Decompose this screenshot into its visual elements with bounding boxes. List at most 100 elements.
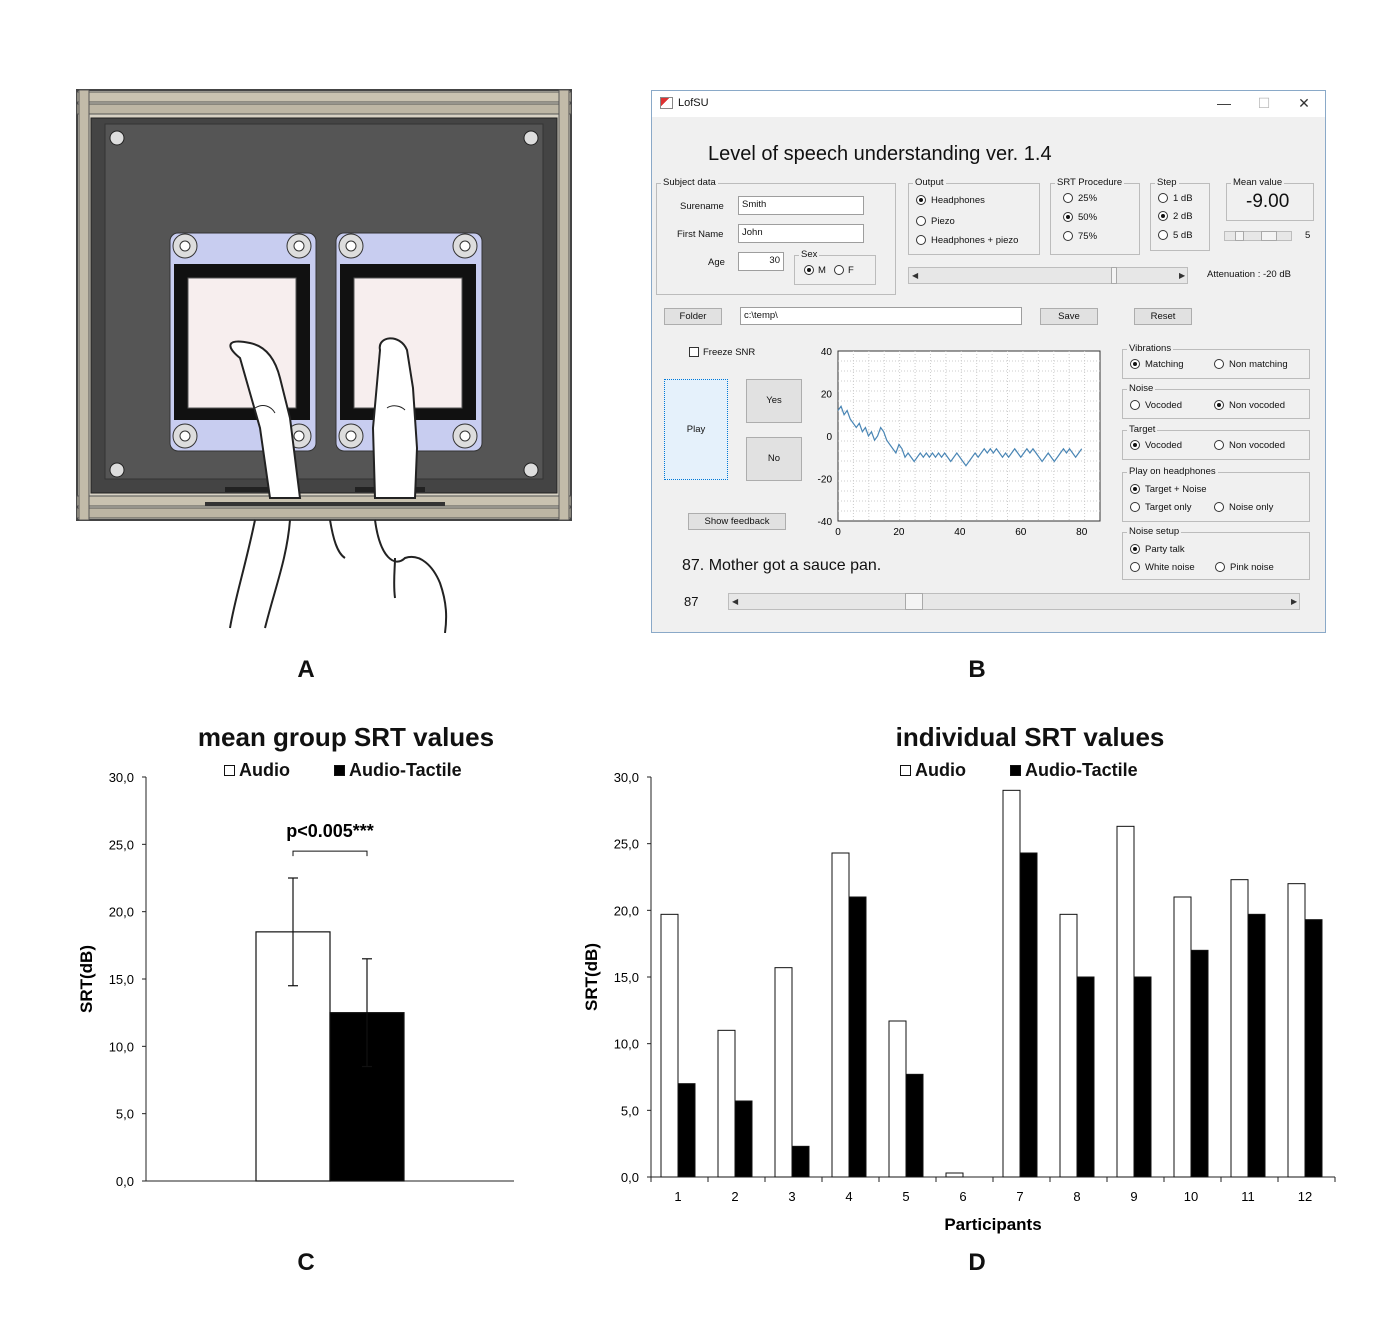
srt-25-label: 25% [1078, 193, 1098, 204]
step-slider-value: 5 [1305, 230, 1311, 241]
play-target-only-label: Target only [1145, 502, 1192, 513]
play-on-headphones-group: Play on headphones [1122, 466, 1310, 522]
target-vocoded-radio[interactable] [1130, 440, 1140, 450]
close-icon[interactable]: ✕ [1298, 95, 1310, 111]
device-illustration [76, 89, 572, 633]
chart-d-x-tick: 11 [1241, 1189, 1255, 1204]
chart-d-x-tick: 6 [959, 1189, 966, 1204]
chart-c-y-tick: 5,0 [116, 1107, 134, 1122]
step-1db-radio[interactable] [1158, 193, 1168, 203]
chart-d-x-tick: 12 [1298, 1189, 1312, 1204]
save-button[interactable]: Save [1040, 308, 1098, 325]
maximize-icon[interactable]: ☐ [1257, 95, 1271, 111]
target-group: Target [1122, 424, 1310, 460]
play-target-noise-label: Target + Noise [1145, 484, 1207, 495]
panel-label-c: C [297, 1249, 315, 1276]
chart-d-x-tick: 8 [1073, 1189, 1080, 1204]
step-5db-radio[interactable] [1158, 230, 1168, 240]
bar-audio-p4 [831, 852, 850, 1178]
sentence-slider[interactable]: ◀ ▶ [728, 593, 1300, 610]
chart-c-y-tick: 25,0 [109, 837, 134, 852]
mean-value: -9.00 [1246, 191, 1290, 212]
noise-party-talk-radio[interactable] [1130, 544, 1140, 554]
plot-area [837, 350, 1101, 522]
chart-d-title: individual SRT values [895, 722, 1165, 752]
chart-d-x-tick: 9 [1130, 1189, 1137, 1204]
chart-c-y-tick: 10,0 [109, 1039, 134, 1054]
noise-pink-radio[interactable] [1215, 562, 1225, 572]
freeze-snr-checkbox[interactable] [689, 347, 699, 357]
bar-audio-tactile-p10 [1190, 949, 1209, 1178]
bar-audio-p5 [888, 1020, 907, 1178]
noise-pink-label: Pink noise [1230, 562, 1274, 573]
reset-button[interactable]: Reset [1134, 308, 1192, 325]
noise-white-radio[interactable] [1130, 562, 1140, 572]
mean-group-srt-chart: 0,05,010,015,020,025,030,0SRT(dB)p<0.005… [77, 770, 514, 1189]
chart-d-x-tick: 7 [1016, 1189, 1023, 1204]
minimize-icon[interactable]: — [1217, 95, 1231, 111]
play-button[interactable]: Play [664, 379, 728, 480]
step-slider[interactable] [1224, 231, 1292, 241]
chart-c-y-tick: 20,0 [109, 905, 134, 920]
output-piezo-radio[interactable] [916, 216, 926, 226]
hand-outline [229, 519, 448, 633]
output-headphones-radio[interactable] [916, 195, 926, 205]
vibrations-matching-radio[interactable] [1130, 359, 1140, 369]
target-nonvocoded-radio[interactable] [1214, 440, 1224, 450]
freeze-snr-label: Freeze SNR [703, 347, 756, 358]
vibrations-nonmatching-label: Non matching [1229, 359, 1288, 370]
sex-f-label: F [848, 265, 854, 276]
firstname-label: First Name [677, 229, 724, 240]
attenuation-slider[interactable]: ◀ ▶ [908, 267, 1188, 284]
plot-y-tick: -40 [818, 517, 833, 528]
sex-m-radio[interactable] [804, 265, 814, 275]
plot-x-tick: 40 [954, 527, 966, 538]
play-target-only-radio[interactable] [1130, 502, 1140, 512]
bar-audio-p11 [1230, 879, 1249, 1178]
srt-50-radio[interactable] [1063, 212, 1073, 222]
srt-25-radio[interactable] [1063, 193, 1073, 203]
play-target-noise-radio[interactable] [1130, 484, 1140, 494]
bar-audio-tactile-p4 [848, 896, 867, 1178]
output-both-radio[interactable] [916, 235, 926, 245]
step-2db-radio[interactable] [1158, 211, 1168, 221]
firstname-field[interactable]: John [738, 224, 864, 243]
noise-vocoded-radio[interactable] [1130, 400, 1140, 410]
chart-d-y-tick: 5,0 [621, 1103, 639, 1118]
output-piezo-label: Piezo [931, 216, 955, 227]
panel-label-b: B [968, 656, 986, 683]
folder-path-field[interactable]: c:\temp\ [740, 307, 1022, 325]
legend-swatch-audio [224, 765, 235, 776]
no-button[interactable]: No [746, 437, 802, 481]
surname-field[interactable]: Smith [738, 196, 864, 215]
chart-d-y-tick: 25,0 [614, 837, 639, 852]
chart-c-legend-audio: Audio [224, 760, 290, 781]
vibrations-nonmatching-radio[interactable] [1214, 359, 1224, 369]
noise-nonvocoded-label: Non vocoded [1229, 400, 1285, 411]
play-noise-only-radio[interactable] [1214, 502, 1224, 512]
step-2db-label: 2 dB [1173, 211, 1193, 222]
srt-procedure-group: SRT Procedure [1050, 177, 1140, 255]
bar-audio-p8 [1059, 913, 1078, 1178]
right-finger [371, 337, 419, 499]
bar-audio-tactile-p12 [1304, 919, 1323, 1178]
step-5db-label: 5 dB [1173, 230, 1193, 241]
output-group: Output [908, 177, 1040, 255]
folder-button[interactable]: Folder [664, 308, 722, 325]
age-field[interactable]: 30 [738, 252, 784, 271]
bar-audio-tactile-p1 [677, 1083, 696, 1178]
bar-audio-tactile-p5 [905, 1073, 924, 1178]
noise-nonvocoded-radio[interactable] [1214, 400, 1224, 410]
show-feedback-button[interactable]: Show feedback [688, 513, 786, 530]
bar-audio-tactile-p2 [734, 1100, 753, 1178]
sentence-index: 87 [684, 594, 699, 609]
yes-button[interactable]: Yes [746, 379, 802, 423]
bar-audio-p7 [1002, 789, 1021, 1178]
plot-x-tick: 20 [893, 527, 905, 538]
sex-f-radio[interactable] [834, 265, 844, 275]
significance-annotation: p<0.005*** [286, 821, 374, 841]
srt-75-radio[interactable] [1063, 231, 1073, 241]
legend-swatch-audio-tactile-d [1010, 765, 1021, 776]
